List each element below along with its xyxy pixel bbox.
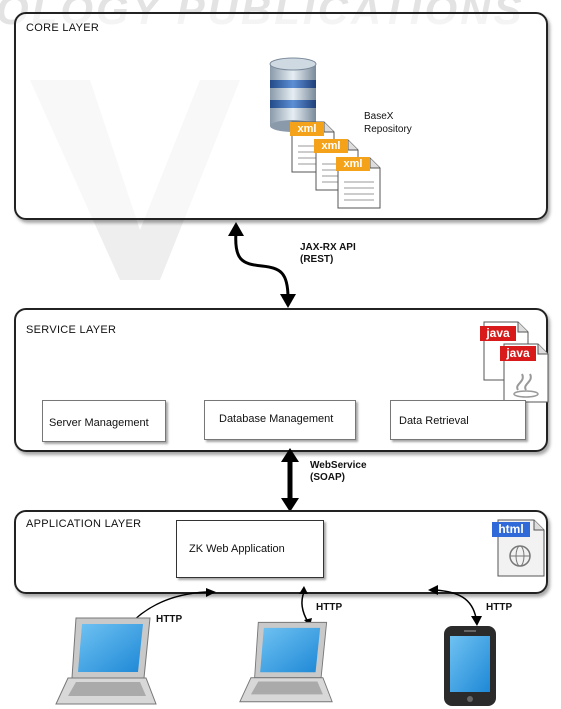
database-management-box: Database Management [204,400,356,440]
html-tag: html [492,522,530,537]
zk-web-application-box: ZK Web Application [176,520,324,578]
webservice-label: WebService (SOAP) [310,460,367,483]
server-management-label: Server Management [49,417,149,429]
server-management-box: Server Management [42,400,166,442]
http-label: HTTP [156,614,183,625]
xml-tag: xml [290,122,324,136]
soap-arrow [281,448,299,512]
core-layer-title: CORE LAYER [26,22,100,34]
http-label: HTTP [486,602,513,613]
repository-label: BaseX Repository [364,111,412,135]
rest-arrow [228,222,296,308]
laptop-icon [239,621,333,703]
database-icon [269,57,317,132]
service-layer-title: SERVICE LAYER [26,324,117,336]
api-label: JAX-RX API (REST) [300,242,356,265]
xml-tag: xml [336,157,370,171]
database-management-label: Database Management [219,413,334,425]
java-tag: java [480,326,516,341]
application-layer-title: APPLICATION LAYER [26,518,142,530]
xml-tag: xml [314,139,348,153]
zk-web-application-label: ZK Web Application [189,543,285,555]
java-tag: java [500,346,536,361]
data-retrieval-label: Data Retrieval [399,415,469,427]
smartphone-icon [444,626,496,706]
http-arrow-right [428,585,482,626]
http-label: HTTP [316,602,343,613]
data-retrieval-box: Data Retrieval [390,400,526,440]
laptop-icon [55,617,157,705]
